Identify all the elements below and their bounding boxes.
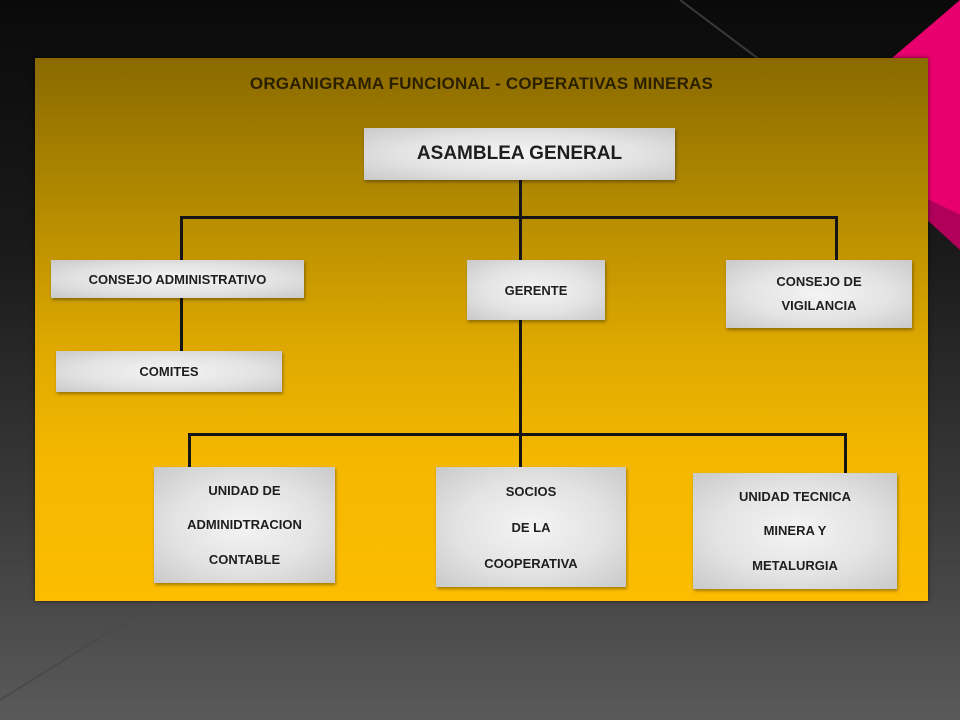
node-unidad-tecnica-line2: MINERA Y <box>763 523 827 539</box>
node-asamblea-label: ASAMBLEA GENERAL <box>416 143 623 164</box>
node-socios-line3: COOPERATIVA <box>484 555 578 571</box>
node-gerente: GERENTE <box>467 260 605 320</box>
connector-gerente-down <box>519 320 522 436</box>
node-consejo-vig-line1: CONSEJO DE <box>776 274 862 289</box>
connector-top-horizontal <box>180 216 838 219</box>
connector-to-unidad-tecnica <box>844 433 847 473</box>
node-unidad-contable: UNIDAD DE ADMINIDTRACION CONTABLE <box>154 467 335 583</box>
node-gerente-label: GERENTE <box>504 282 568 298</box>
connector-bottom-horizontal <box>188 433 847 436</box>
node-unidad-contable-line3: CONTABLE <box>208 552 281 568</box>
node-consejo-administrativo: CONSEJO ADMINISTRATIVO <box>51 260 304 298</box>
node-socios-line1: SOCIOS <box>505 483 557 499</box>
node-socios-cooperativa: SOCIOS DE LA COOPERATIVA <box>436 467 626 587</box>
node-unidad-tecnica-line3: METALURGIA <box>752 558 838 574</box>
node-unidad-contable-line2: ADMINIDTRACION <box>187 517 302 533</box>
connector-to-gerente <box>519 216 522 260</box>
node-comites: COMITES <box>56 351 282 392</box>
connector-to-socios <box>519 433 522 467</box>
connector-to-consejo-admin <box>180 216 183 260</box>
org-chart-slide: ORGANIGRAMA FUNCIONAL - COPERATIVAS MINE… <box>35 58 928 601</box>
chart-title: ORGANIGRAMA FUNCIONAL - COPERATIVAS MINE… <box>249 74 714 93</box>
connector-asamblea-down <box>519 180 522 218</box>
connector-to-consejo-vig <box>835 216 838 260</box>
connector-to-unidad-contable <box>188 433 191 467</box>
node-asamblea-general: ASAMBLEA GENERAL <box>364 128 675 180</box>
node-unidad-contable-line1: UNIDAD DE <box>208 482 281 498</box>
node-comites-label: COMITES <box>139 364 199 379</box>
node-consejo-vigilancia: CONSEJO DE VIGILANCIA <box>726 260 912 328</box>
node-socios-line2: DE LA <box>511 519 551 535</box>
node-consejo-vig-line2: VIGILANCIA <box>781 298 857 313</box>
node-consejo-admin-label: CONSEJO ADMINISTRATIVO <box>88 271 267 287</box>
connector-to-comites <box>180 298 183 352</box>
node-unidad-tecnica: UNIDAD TECNICA MINERA Y METALURGIA <box>693 473 897 589</box>
node-unidad-tecnica-line1: UNIDAD TECNICA <box>739 488 851 504</box>
